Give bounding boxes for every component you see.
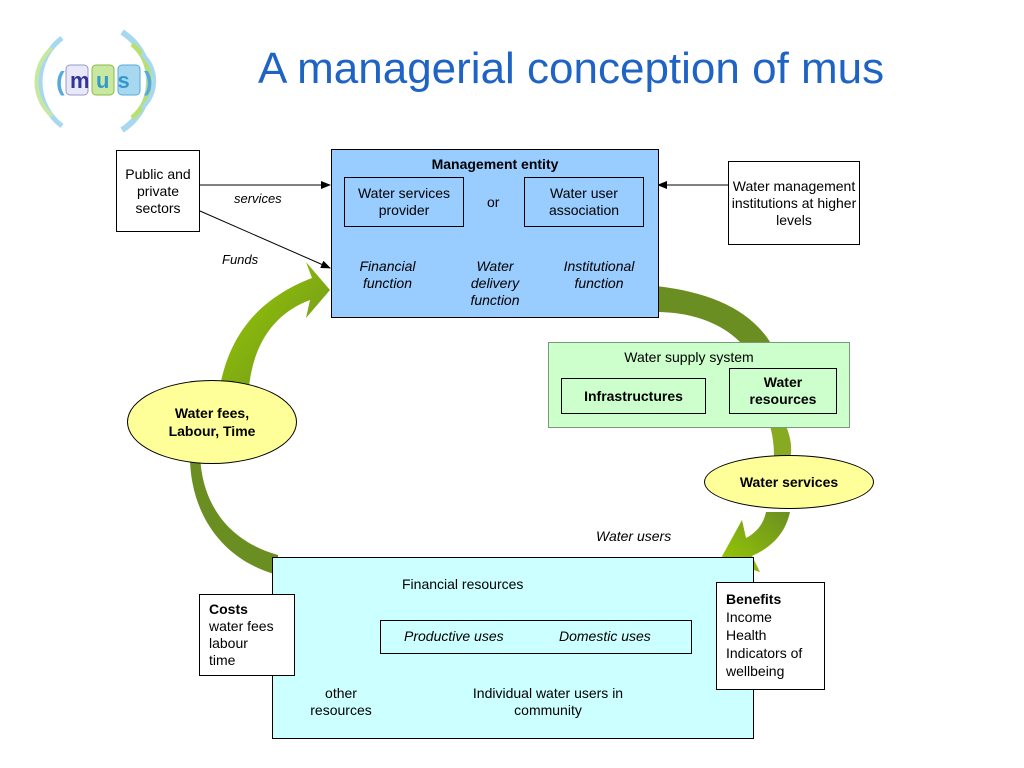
productive-uses-label: Productive uses — [404, 628, 504, 644]
water-user-association-label: Water user association — [548, 185, 620, 218]
institutional-function-label: Institutional function — [563, 258, 635, 291]
water-services-provider-box: Water services provider — [344, 177, 464, 227]
water-services-ellipse: Water services — [704, 455, 874, 509]
water-supply-system-heading: Water supply system — [624, 349, 754, 365]
other-resources-label: other resources — [310, 685, 372, 718]
management-entity-heading: Management entity — [431, 156, 559, 172]
benefits-item: Income — [726, 609, 772, 625]
financial-function-label: Financial function — [359, 258, 416, 291]
logo-letter-m: m — [70, 68, 90, 93]
benefits-box: Benefits Income Health Indicators of wel… — [716, 582, 825, 690]
costs-item: labour — [209, 635, 248, 651]
logo-paren-right: ) — [144, 66, 153, 96]
water-users-label: Water users — [596, 528, 672, 544]
cycle-arrow-left-lower — [189, 450, 278, 575]
services-label: services — [234, 191, 282, 206]
higher-level-institutions-box: Water management institutions at higher … — [728, 161, 860, 245]
management-entity-box: Management entity Water services provide… — [331, 149, 659, 318]
costs-heading: Costs — [209, 601, 248, 617]
individual-water-users-label: Individual water users in community — [472, 685, 624, 718]
domestic-uses-label: Domestic uses — [559, 628, 651, 644]
logo-arcs — [34, 29, 157, 133]
benefits-item: Indicators of wellbeing — [726, 645, 803, 679]
costs-item: water fees — [209, 618, 274, 634]
infrastructures-label: Infrastructures — [584, 387, 683, 404]
funds-arrow — [199, 210, 331, 269]
higher-level-institutions-label: Water management institutions at higher … — [731, 177, 857, 228]
benefits-heading: Benefits — [726, 591, 782, 607]
water-supply-system-box: Water supply system Infrastructures Wate… — [548, 342, 850, 428]
logo-letters-us: us — [96, 68, 138, 93]
public-private-box: Public and private sectors — [116, 150, 200, 232]
cycle-arrow-right-middle — [770, 426, 792, 460]
page-title: A managerial conception of mus — [258, 44, 885, 93]
water-resources-label: Water resources — [749, 374, 817, 407]
financial-resources-label: Financial resources — [402, 576, 524, 592]
funds-label: Funds — [222, 252, 259, 267]
water-services-provider-label: Water services provider — [357, 185, 451, 218]
costs-box: Costs water fees labour time — [199, 594, 295, 676]
water-services-label: Water services — [739, 474, 839, 490]
water-users-community-box: Financial resources Productive uses Dome… — [272, 557, 754, 739]
public-private-label: Public and private sectors — [125, 165, 191, 216]
water-resources-box: Water resources — [729, 368, 837, 414]
water-fees-label: Water fees, Labour, Time — [168, 405, 256, 439]
mus-logo: ( m us ) — [22, 18, 167, 143]
uses-box: Productive uses Domestic uses — [380, 620, 692, 654]
costs-item: time — [209, 652, 236, 668]
benefits-item: Health — [726, 627, 767, 643]
water-fees-ellipse: Water fees, Labour, Time — [127, 380, 297, 464]
cycle-arrow-left-upper — [218, 262, 330, 400]
cycle-arrow-right-upper — [656, 286, 770, 342]
water-delivery-function-label: Water delivery function — [470, 258, 520, 308]
or-label: or — [487, 194, 500, 210]
water-user-association-box: Water user association — [524, 177, 644, 227]
infrastructures-box: Infrastructures — [561, 378, 706, 414]
logo-paren-left: ( — [56, 66, 65, 96]
